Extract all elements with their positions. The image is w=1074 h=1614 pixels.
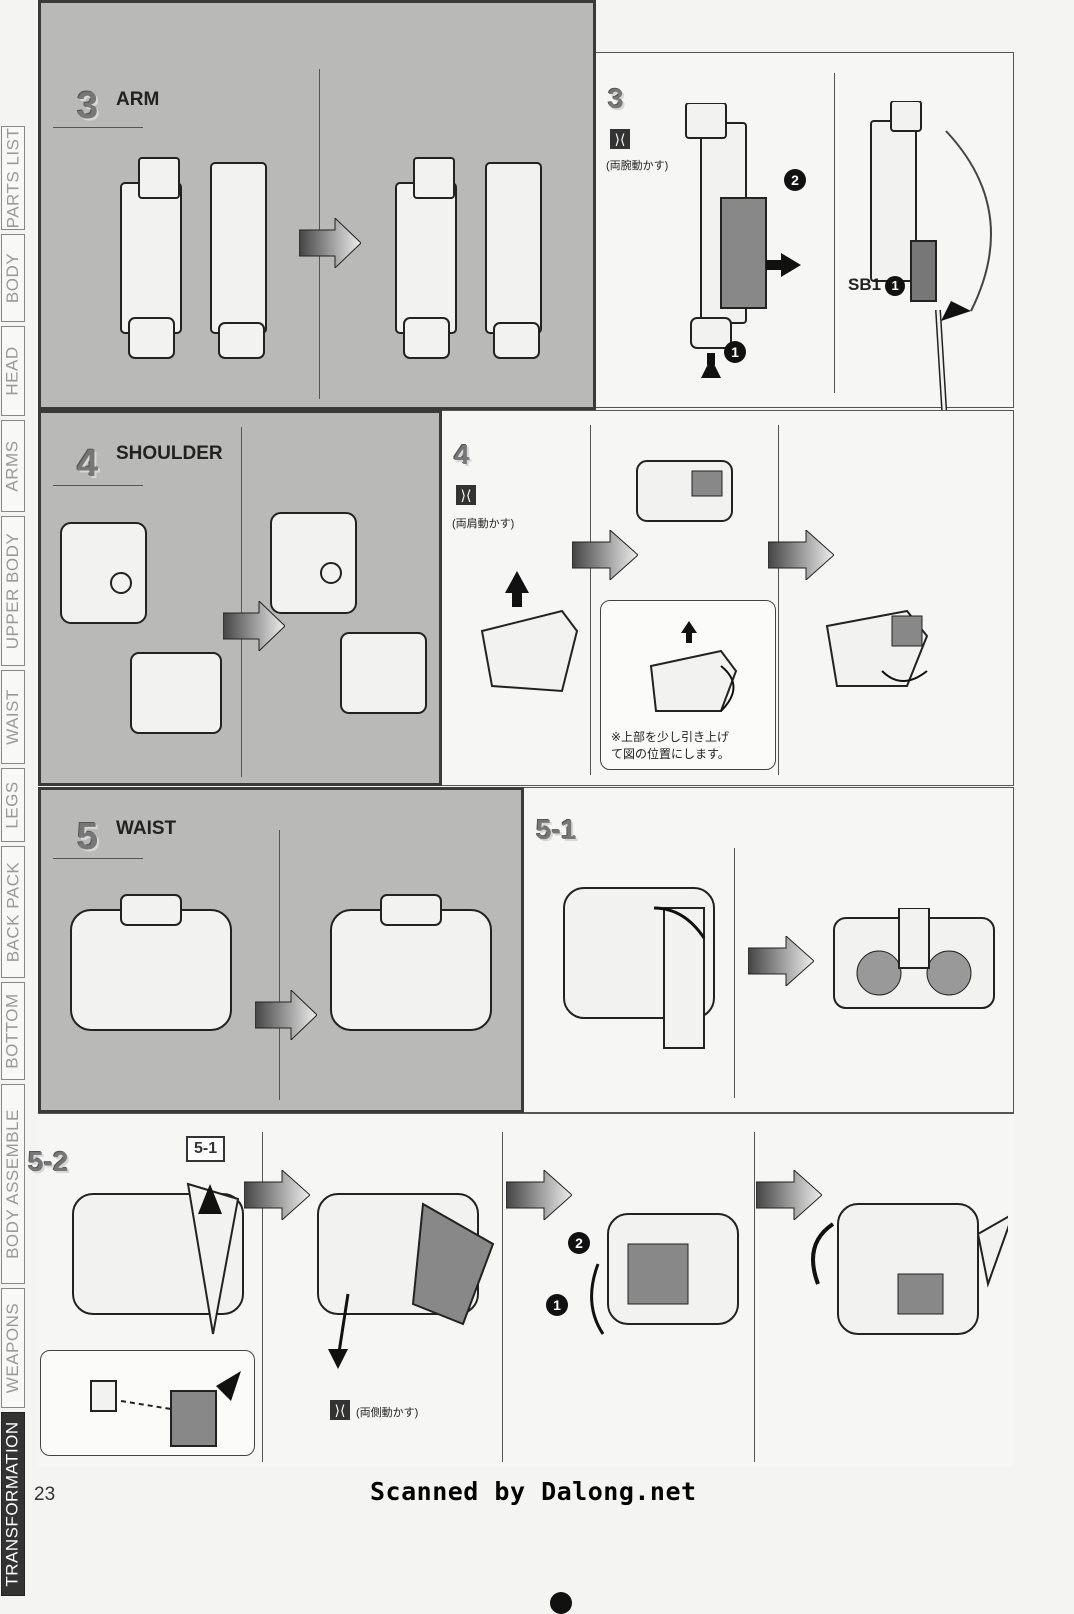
- arm-rotate-illustration: [870, 101, 992, 321]
- step-label: WAIST: [116, 818, 177, 839]
- shoulder-detail-illustration: [649, 621, 738, 712]
- shoulder-top-illustration: [636, 460, 733, 522]
- tab-head[interactable]: HEAD: [1, 326, 25, 416]
- transform-step5-2-panel: 5-2 5-1 2 1 ⟩⟨ (両側動かす): [28, 1113, 1014, 1614]
- waist-final-illustration: [811, 1203, 1008, 1335]
- shoulder-rotate-illustration: [825, 609, 929, 687]
- reference-step-box: 5-1: [186, 1136, 226, 1162]
- callout-note: ※上部を少し引き上げ て図の位置にします。: [611, 730, 730, 761]
- step-number: 5: [77, 816, 99, 858]
- tab-waist[interactable]: WAIST: [1, 670, 25, 764]
- waist-open-illustration: [563, 887, 715, 1049]
- waist-fold-illustration: [317, 1193, 495, 1369]
- arm-assembly-illustration: [120, 157, 542, 359]
- tab-arms[interactable]: ARMS: [1, 420, 25, 512]
- arrow-right-icon: [756, 1170, 822, 1220]
- arrow-right-icon: [223, 601, 285, 651]
- step-number: 5-2: [28, 1146, 69, 1177]
- step-arm-panel: 3 ARM: [38, 0, 596, 410]
- order-badge: 1: [546, 1294, 568, 1316]
- arrow-right-icon: [768, 530, 834, 580]
- detail-callout: ※上部を少し引き上げ て図の位置にします。: [600, 600, 776, 770]
- arrow-right-icon: [572, 530, 638, 580]
- tab-weapons[interactable]: WEAPONS: [1, 1288, 25, 1408]
- order-badge: 2: [784, 169, 806, 191]
- arrow-right-icon: [299, 218, 361, 268]
- tab-upper-body[interactable]: UPPER BODY: [1, 516, 25, 666]
- note-text: (両肩動かす): [452, 518, 515, 530]
- note-text: (両側動かす): [356, 1407, 419, 1419]
- detail-inset: [40, 1350, 255, 1456]
- order-badge: 2: [568, 1232, 590, 1254]
- move-both-shoulders-icon: ⟩⟨: [456, 485, 476, 505]
- waist-illustration: [70, 894, 492, 1031]
- tab-body[interactable]: BODY: [1, 234, 25, 322]
- arrow-right-icon: [255, 990, 317, 1040]
- note-text: (両腕動かす): [606, 160, 669, 172]
- tab-body-assemble[interactable]: BODY ASSEMBLE: [1, 1084, 25, 1284]
- step-shoulder-panel: 4 SHOULDER: [38, 410, 442, 786]
- step-number: 3: [608, 83, 624, 114]
- step-number: 5-1: [536, 814, 577, 845]
- scan-credit: Scanned by Dalong.net: [370, 1477, 697, 1506]
- waist-side-illustration: [72, 1182, 244, 1335]
- joint-detail-illustration: [90, 1371, 241, 1447]
- move-both-sides-icon: ⟩⟨: [330, 1400, 350, 1420]
- section-tab-bar: PARTS LIST BODY HEAD ARMS UPPER BODY WAI…: [0, 126, 27, 1596]
- step-number: 4: [454, 439, 470, 470]
- step-label: SHOULDER: [116, 443, 223, 464]
- shoulder-armor-illustration: [480, 571, 579, 693]
- move-both-arms-icon: ⟩⟨: [610, 129, 630, 149]
- transform-step5-1-panel: 5-1: [524, 787, 1014, 1113]
- tab-parts-list[interactable]: PARTS LIST: [1, 126, 25, 230]
- arrow-right-icon: [506, 1170, 572, 1220]
- order-badge: 1: [724, 341, 746, 363]
- tab-legs[interactable]: LEGS: [1, 768, 25, 842]
- waist-rotate-illustration: [590, 1213, 739, 1335]
- page-number: 23: [34, 1484, 56, 1505]
- step-label: ARM: [116, 89, 160, 110]
- shoulder-illustration: [60, 512, 427, 734]
- step-waist-panel: 5 WAIST: [38, 787, 524, 1113]
- step-number: 3: [77, 85, 99, 127]
- arrow-right-icon: [748, 936, 814, 986]
- tab-transformation[interactable]: TRANSFORMATION: [1, 1412, 25, 1596]
- arrow-right-icon: [244, 1170, 310, 1220]
- arm-transform-illustration: [685, 103, 801, 378]
- step-number: 4: [77, 443, 99, 485]
- tab-back-pack[interactable]: BACK PACK: [1, 846, 25, 978]
- waist-top-view-illustration: [833, 908, 995, 1009]
- tab-bottom[interactable]: BOTTOM: [1, 982, 25, 1080]
